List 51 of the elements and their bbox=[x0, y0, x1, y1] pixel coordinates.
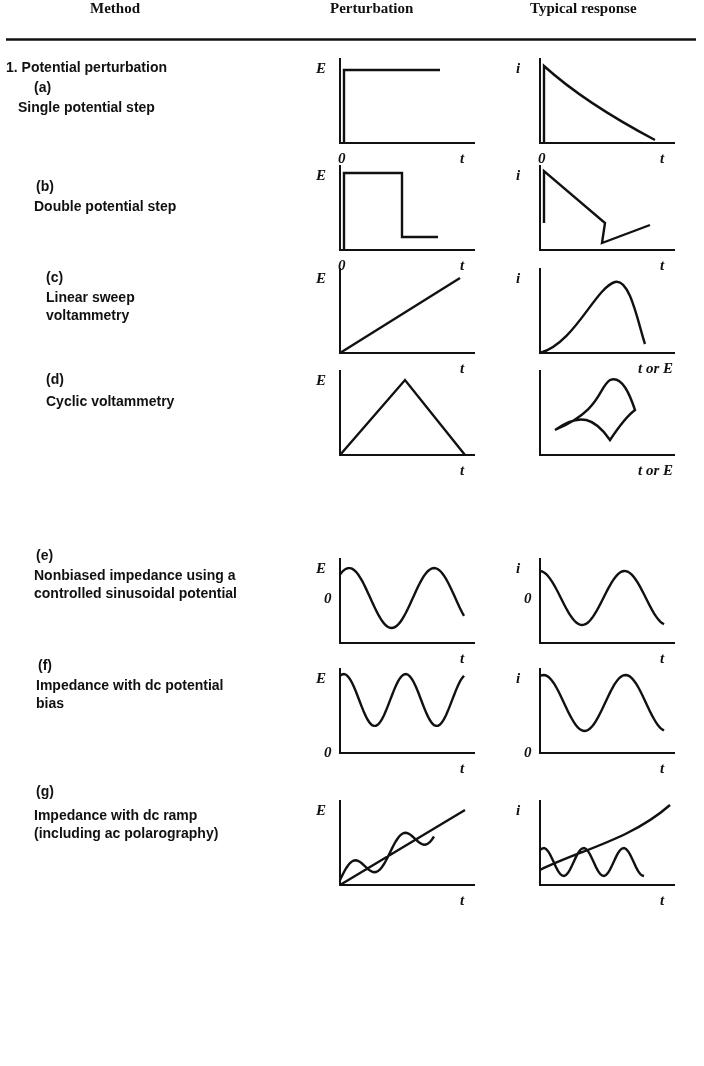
axis-label: t bbox=[660, 257, 665, 273]
axis-tick-label: 0 bbox=[324, 590, 332, 606]
axis-label: t bbox=[460, 360, 465, 376]
method-text: 1. Potential perturbation bbox=[6, 58, 168, 76]
method-text: Single potential step bbox=[18, 98, 156, 116]
axis-label: t or E bbox=[638, 462, 673, 478]
method-text: Impedance with dc potential bias bbox=[36, 676, 225, 712]
method-text: Nonbiased impedance using a controlled sinusoidal potential bbox=[34, 566, 238, 602]
method-text: (a) bbox=[34, 78, 53, 96]
axis-label: t bbox=[460, 892, 465, 908]
axis-label: t bbox=[460, 257, 465, 273]
axis-label: E bbox=[316, 372, 326, 388]
axis-label: E bbox=[316, 670, 326, 686]
axis-tick-label: 0 bbox=[524, 590, 532, 606]
column-header: Method bbox=[90, 0, 140, 17]
axis-tick-label: 0 bbox=[338, 150, 346, 166]
axis-label: t bbox=[660, 760, 665, 776]
axis-label: i bbox=[516, 802, 521, 818]
axis-label: E bbox=[316, 560, 326, 576]
axis-label: i bbox=[516, 60, 521, 76]
axis-label: t bbox=[460, 462, 465, 478]
axis-label: E bbox=[316, 802, 326, 818]
axis-label: t or E bbox=[638, 360, 673, 376]
axis-label: t bbox=[660, 892, 665, 908]
method-text: (b) bbox=[36, 177, 55, 195]
axis-tick-label: 0 bbox=[538, 150, 546, 166]
axis-tick-label: 0 bbox=[524, 744, 532, 760]
axis-label: t bbox=[460, 150, 465, 166]
axis-label: t bbox=[660, 150, 665, 166]
axis-label: i bbox=[516, 270, 521, 286]
axis-label: E bbox=[316, 60, 326, 76]
method-text: Linear sweep voltammetry bbox=[46, 288, 136, 324]
axis-label: E bbox=[316, 167, 326, 183]
method-text: Cyclic voltammetry bbox=[46, 392, 176, 410]
axis-tick-label: 0 bbox=[324, 744, 332, 760]
axis-label: i bbox=[516, 560, 521, 576]
axis-label: E bbox=[316, 270, 326, 286]
axis-label: t bbox=[460, 650, 465, 666]
axis-label: t bbox=[660, 650, 665, 666]
method-text: (f) bbox=[38, 656, 53, 674]
method-text: (e) bbox=[36, 546, 55, 564]
method-text: Double potential step bbox=[34, 197, 178, 215]
method-text: (d) bbox=[46, 370, 65, 388]
column-header: Perturbation bbox=[330, 0, 414, 17]
column-header: Typical response bbox=[530, 0, 637, 17]
method-text: Impedance with dc ramp (including ac polarography) bbox=[34, 806, 220, 842]
axis-label: t bbox=[460, 760, 465, 776]
axis-label: i bbox=[516, 670, 521, 686]
method-text: (g) bbox=[36, 782, 55, 800]
method-text: (c) bbox=[46, 268, 65, 286]
axis-label: i bbox=[516, 167, 521, 183]
